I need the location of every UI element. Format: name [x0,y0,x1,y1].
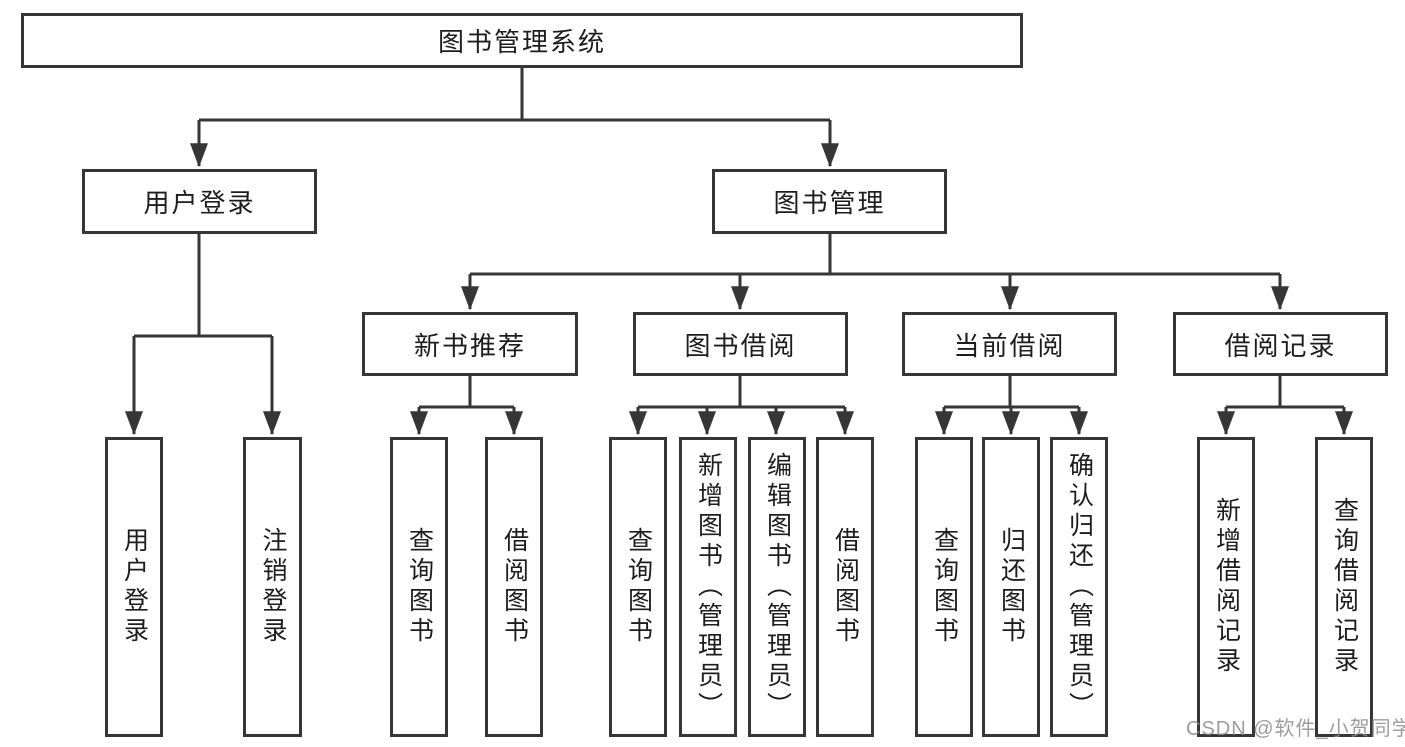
leaf-logout: 注销登录 [243,437,302,737]
leaf-return-book: 归还图书 [982,437,1040,737]
csdn-watermark: CSDN @软件_小贺同学 [1186,718,1405,740]
node-user-login: 用户登录 [82,169,317,234]
leaf-query-borrow-record: 查询借阅记录 [1315,437,1373,737]
leaf-confirm-return-admin: 确认归还（管理员） [1050,437,1108,737]
branch-arrows [125,120,1353,436]
node-library-system: 图书管理系统 [21,13,1023,68]
branch-bars [134,68,1344,409]
node-book-management: 图书管理 [712,169,947,234]
node-current-borrowing: 当前借阅 [902,312,1117,376]
node-borrow-records: 借阅记录 [1173,312,1388,376]
leaf-add-book-admin: 新增图书（管理员） [679,437,737,737]
node-book-borrowing: 图书借阅 [633,312,848,376]
leaf-edit-book-admin: 编辑图书（管理员） [748,437,806,737]
leaf-user-login: 用户登录 [105,437,163,737]
leaf-query-books-borrowing: 查询图书 [609,437,667,737]
leaf-borrow-books-recommend: 借阅图书 [485,437,543,737]
leaf-query-books-recommend: 查询图书 [390,437,448,737]
leaf-add-borrow-record: 新增借阅记录 [1197,437,1255,737]
node-new-book-recommend: 新书推荐 [362,312,578,376]
leaf-borrow-books: 借阅图书 [816,437,874,737]
leaf-query-books-current: 查询图书 [915,437,973,737]
